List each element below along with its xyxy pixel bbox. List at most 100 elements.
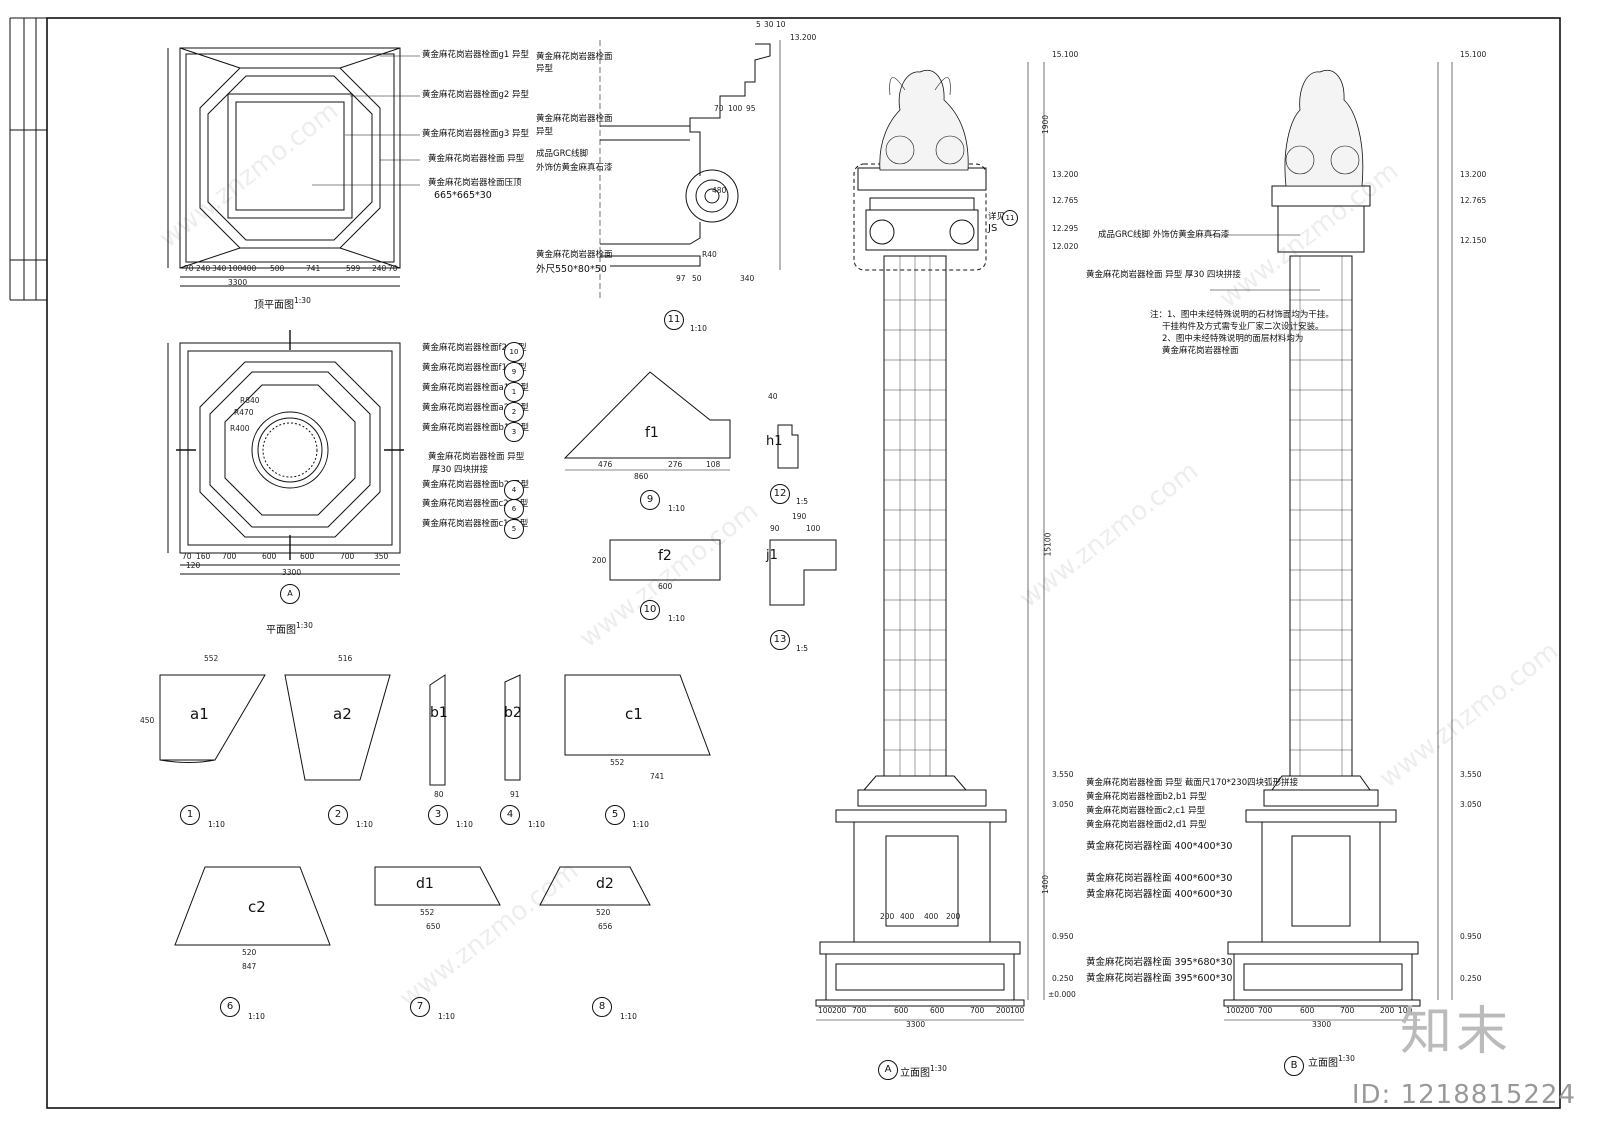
elevation-a-dim-bottom: 700 (970, 1006, 985, 1015)
piece-a2-scale: 1:10 (356, 820, 373, 829)
detail11-number: 11 (664, 310, 684, 330)
top-plan-label: 黄金麻花岗岩器栓面g3 异型 (422, 129, 530, 139)
detail11-dim: 97 (676, 274, 686, 283)
plan-ref-circle: 6 (504, 499, 524, 519)
piece-j1-label: j1 (766, 548, 778, 563)
elevation-b-label: 黄金麻花岗岩器栓面d2,d1 异型 (1086, 820, 1207, 830)
top-plan-dim: 70 (184, 264, 194, 273)
elevation-a-dim: 1900 (1041, 114, 1051, 135)
detail11-label: 黄金麻花岗岩器栓面 (536, 250, 613, 260)
elevation-b-dim-bottom: 200 (1380, 1006, 1395, 1015)
elevation-a-dim-bottom: 700 (852, 1006, 867, 1015)
elevation-b-label: 黄金麻花岗岩器栓面 395*600*30 (1086, 973, 1233, 984)
elevation-b-level: 0.250 (1460, 974, 1482, 983)
plan-ref-circle: 2 (504, 402, 524, 422)
piece-f1-dim: 476 (598, 460, 613, 469)
elevation-b-label: 黄金麻花岗岩器栓面c2,c1 异型 (1086, 806, 1206, 816)
detail11-scale: 1:10 (690, 324, 707, 333)
piece-j1-scale: 1:5 (796, 644, 809, 653)
plan-dim: 700 (340, 552, 355, 561)
elevation-b-label: 成品GRC线脚 外饰仿黄金麻真石漆 (1098, 230, 1230, 240)
elevation-a-level: ±0.000 (1048, 990, 1076, 999)
elevation-b-label: 黄金麻花岗岩器栓面 400*600*30 (1086, 889, 1233, 900)
piece-d1-number: 7 (410, 997, 430, 1017)
elevation-a-level: 0.950 (1052, 932, 1074, 941)
top-plan-dim: 70 (388, 264, 398, 273)
elevation-b-note: 2、图中未经特殊说明的面层材料均为 (1162, 334, 1304, 344)
elevation-a-callout-ref: JS (988, 223, 998, 234)
elevation-b-label: 黄金麻花岗岩器栓面 400*600*30 (1086, 873, 1233, 884)
plan-dim: 600 (262, 552, 277, 561)
elevation-b-dim-bottom: 600 (1300, 1006, 1315, 1015)
detail11-label: 黄金麻花岗岩器栓面 (536, 52, 613, 62)
detail11-label: 外尺550*80*50 (536, 264, 607, 275)
elevation-a-dim-bottom: 100 (1010, 1006, 1025, 1015)
elevation-a-dim: 1400 (1041, 874, 1051, 895)
elevation-b-dim-bottom: 700 (1258, 1006, 1273, 1015)
elevation-b-title: 立面图 1:30 (1308, 1054, 1355, 1069)
elevation-b-dim-bottom: 100 (1226, 1006, 1241, 1015)
plan-label: 黄金麻花岗岩器栓面b1 异型 (422, 423, 530, 433)
piece-h1-scale: 1:5 (796, 497, 809, 506)
piece-d2-number: 8 (592, 997, 612, 1017)
plan-ref-circle: 3 (504, 422, 524, 442)
plan-dim: 700 (222, 552, 237, 561)
piece-b2-dim: 91 (510, 790, 520, 799)
elevation-a-level: 12.765 (1052, 196, 1079, 205)
piece-b1-dim: 80 (434, 790, 444, 799)
piece-a1-dim: 552 (204, 654, 219, 663)
plan-label: 黄金麻花岗岩器栓面f1 异型 (422, 363, 527, 373)
detail11-label: 外饰仿黄金麻真石漆 (536, 163, 613, 173)
piece-c2-dim: 847 (242, 962, 257, 971)
piece-d2-label: d2 (596, 876, 614, 892)
piece-c2-dim: 520 (242, 948, 257, 957)
piece-f1-number: 9 (640, 490, 660, 510)
plan-radius: R840 (240, 396, 260, 405)
top-plan-title: 顶平面图 1:30 (254, 296, 311, 311)
piece-b2-number: 4 (500, 805, 520, 825)
top-plan-dim: 599 (346, 264, 361, 273)
top-plan-label: 黄金麻花岗岩器栓面g1 异型 (422, 50, 530, 60)
top-plan-dim: 240 (196, 264, 211, 273)
top-plan-label: 黄金麻花岗岩器栓面 异型 (428, 154, 525, 164)
piece-j1-number: 13 (770, 630, 790, 650)
top-plan-dim: 400 (242, 264, 257, 273)
piece-h1-dim: 40 (768, 392, 778, 401)
plan-section-marker-a: A (280, 584, 300, 604)
elevation-b-label: 黄金麻花岗岩器栓面 异型 截面尺170*230四块弧形拼接 (1086, 778, 1299, 788)
piece-h1-label: h1 (766, 434, 783, 449)
plan-label: 黄金麻花岗岩器栓面a1 异型 (422, 383, 529, 393)
piece-f2-number: 10 (640, 600, 660, 620)
top-plan-dim: 240 (372, 264, 387, 273)
piece-f2-dim: 200 (592, 556, 607, 565)
top-plan-dim: 100 (228, 264, 243, 273)
piece-f2-scale: 1:10 (668, 614, 685, 623)
elevation-a-base-dim: 400 (900, 912, 915, 921)
elevation-a-total: 3300 (906, 1020, 926, 1029)
piece-c2-number: 6 (220, 997, 240, 1017)
elevation-a-dim-bottom: 100 (818, 1006, 833, 1015)
piece-a2-number: 2 (328, 805, 348, 825)
plan-label: 黄金麻花岗岩器栓面 异型 (428, 452, 525, 462)
top-plan-dim: 500 (270, 264, 285, 273)
piece-a1-number: 1 (180, 805, 200, 825)
piece-b1-label: b1 (430, 705, 448, 721)
elevation-b-note: 注：1、图中未经特殊说明的石材饰面均为干挂。 (1150, 310, 1334, 320)
plan-label: 黄金麻花岗岩器栓面c2 异型 (422, 499, 529, 509)
piece-d1-label: d1 (416, 876, 434, 892)
plan-radius: R400 (230, 424, 250, 433)
top-plan-label: 665*665*30 (434, 190, 492, 201)
elevation-b-marker: B (1284, 1056, 1304, 1076)
pieces-drawings (159, 371, 837, 946)
piece-d2-dim: 520 (596, 908, 611, 917)
elevation-b-note: 干挂构件及方式需专业厂家二次设计安装。 (1162, 322, 1324, 332)
detail11-level: 13.200 (790, 33, 817, 42)
elevation-b-label: 黄金麻花岗岩器栓面 异型 厚30 四块拼接 (1086, 270, 1241, 280)
piece-c1-number: 5 (605, 805, 625, 825)
plan-drawing (167, 330, 404, 575)
piece-a2-dim: 516 (338, 654, 353, 663)
elevation-a-level: 15.100 (1052, 50, 1079, 59)
detail11-dim: 30 (764, 20, 774, 29)
plan-title: 平面图 1:30 (266, 621, 313, 636)
elevation-a-title: 立面图 1:30 (900, 1064, 947, 1079)
